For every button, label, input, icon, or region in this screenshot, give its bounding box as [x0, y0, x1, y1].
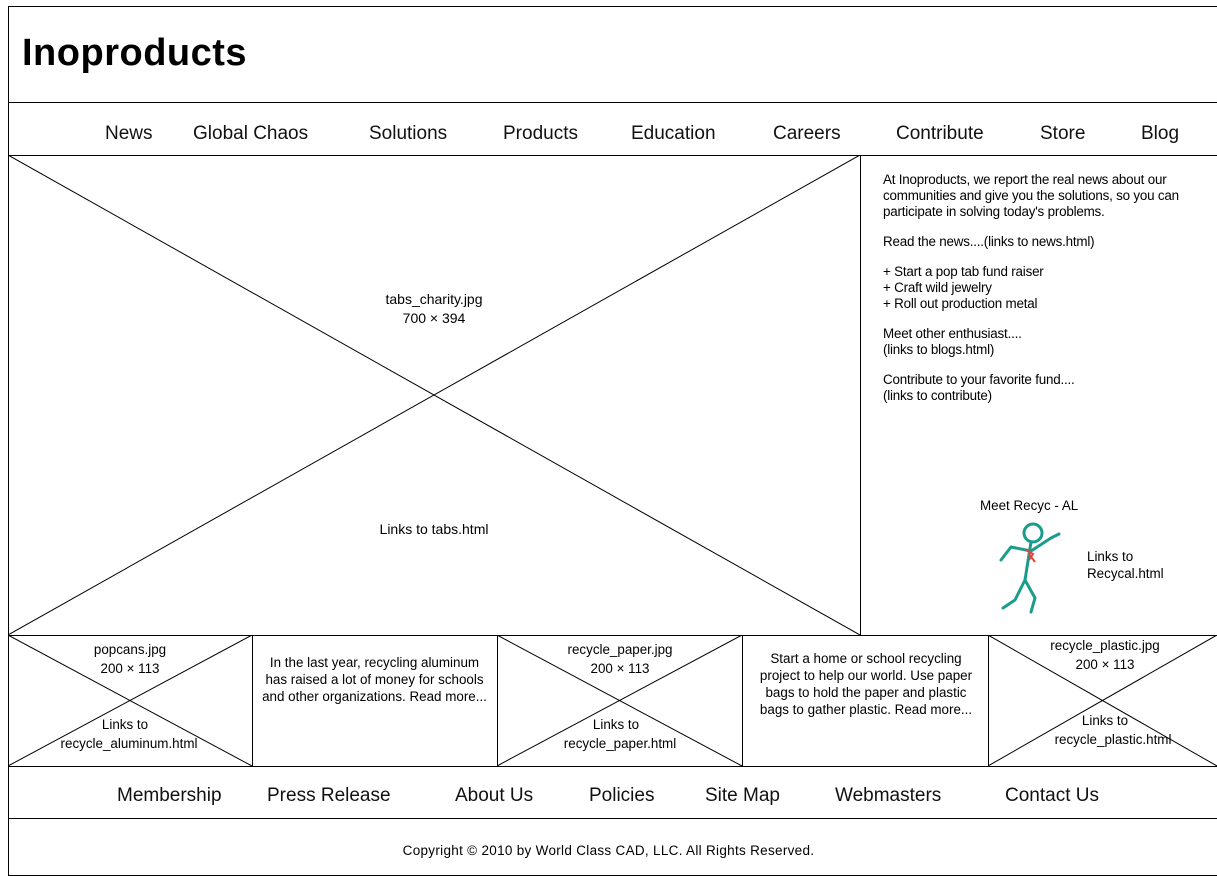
footer-contact-us[interactable]: Contact Us: [1005, 785, 1099, 806]
sidebar-meet[interactable]: Meet other enthusiast....: [883, 326, 1022, 341]
tile1-link2[interactable]: recycle_aluminum.html: [60, 736, 198, 751]
footer-divider: [8, 818, 1217, 819]
nav-contribute[interactable]: Contribute: [896, 123, 984, 144]
sidebar-bullet-1[interactable]: + Start a pop tab fund raiser: [883, 264, 1044, 279]
tile2-filename: recycle_paper.jpg: [567, 642, 673, 657]
hero-link[interactable]: Links to tabs.html: [379, 521, 489, 537]
tile-divider-3: [742, 635, 743, 766]
nav-blog[interactable]: Blog: [1141, 123, 1180, 144]
nav-store[interactable]: Store: [1040, 123, 1086, 144]
header-divider: [8, 102, 1217, 103]
tile3-x-lines: [988, 635, 1217, 766]
tile1-filename: popcans.jpg: [93, 642, 167, 657]
popcans-image-placeholder[interactable]: [8, 635, 252, 766]
footer-site-map[interactable]: Site Map: [705, 785, 780, 806]
nav-solutions[interactable]: Solutions: [369, 123, 448, 144]
mascot-logo-mark: [1025, 549, 1036, 563]
mascot-icon[interactable]: [995, 520, 1075, 622]
sidebar-intro: At Inoproducts, we report the real news …: [883, 172, 1179, 219]
tile3-link2[interactable]: recycle_plastic.html: [1054, 732, 1172, 747]
hero-image-placeholder[interactable]: [8, 155, 860, 635]
nav-careers[interactable]: Careers: [773, 123, 841, 144]
tile2-link1[interactable]: Links to: [592, 717, 640, 732]
tile2-size: 200 × 113: [590, 661, 650, 676]
sidebar-text: At Inoproducts, we report the real news …: [883, 172, 1198, 404]
tile-divider-2: [497, 635, 498, 766]
site-logo[interactable]: Inoproducts: [22, 32, 248, 74]
tile3-size: 200 × 113: [1075, 657, 1135, 672]
nav-news[interactable]: News: [105, 123, 153, 144]
sidebar-contribute-link[interactable]: (links to contribute): [883, 388, 992, 403]
mascot-link-line1[interactable]: Links to: [1087, 549, 1134, 564]
aluminum-blurb[interactable]: In the last year, recycling aluminum has…: [262, 655, 487, 704]
nav-global-chaos[interactable]: Global Chaos: [193, 123, 309, 144]
hero-size: 700 × 394: [402, 310, 466, 326]
footer-press-release[interactable]: Press Release: [267, 785, 391, 806]
footer-webmasters[interactable]: Webmasters: [835, 785, 942, 806]
hero-divider: [8, 635, 1217, 636]
recycling-project-blurb[interactable]: Start a home or school recycling project…: [759, 651, 973, 717]
tile1-link1[interactable]: Links to: [101, 717, 149, 732]
tile1-x-lines: [8, 635, 252, 766]
tile-divider-4: [988, 635, 989, 766]
sidebar-bullet-3[interactable]: + Roll out production metal: [883, 296, 1038, 311]
sidebar-bullet-2[interactable]: + Craft wild jewelry: [883, 280, 992, 295]
hero-filename: tabs_charity.jpg: [385, 291, 483, 307]
tile-divider-1: [252, 635, 253, 766]
hero-x-lines: [8, 155, 860, 635]
footer-policies[interactable]: Policies: [589, 785, 655, 806]
tile3-filename: recycle_plastic.jpg: [1050, 638, 1160, 653]
tile2-x-lines: [497, 635, 742, 766]
nav-products[interactable]: Products: [503, 123, 578, 144]
tile2-link2[interactable]: recycle_paper.html: [563, 736, 677, 751]
sidebar-divider: [860, 155, 861, 635]
sidebar-contribute[interactable]: Contribute to your favorite fund....: [883, 372, 1075, 387]
mascot-link[interactable]: Links to Recycal.html: [1087, 548, 1164, 582]
mascot-link-line2[interactable]: Recycal.html: [1087, 566, 1164, 581]
paper-image-placeholder[interactable]: [497, 635, 742, 766]
sidebar-meet-link[interactable]: (links to blogs.html): [883, 342, 995, 357]
nav-education[interactable]: Education: [631, 123, 716, 144]
tiles-divider: [8, 766, 1217, 767]
tile1-size: 200 × 113: [100, 661, 160, 676]
tile3-link1[interactable]: Links to: [1081, 713, 1129, 728]
nav-divider: [8, 155, 1217, 156]
mascot-title: Meet Recyc - AL: [980, 498, 1079, 513]
plastic-image-placeholder[interactable]: [988, 635, 1217, 766]
footer-about-us[interactable]: About Us: [455, 785, 534, 806]
sidebar-news-link[interactable]: Read the news....(links to news.html): [883, 234, 1095, 249]
copyright-text: Copyright © 2010 by World Class CAD, LLC…: [402, 843, 815, 858]
footer-membership[interactable]: Membership: [117, 785, 222, 806]
